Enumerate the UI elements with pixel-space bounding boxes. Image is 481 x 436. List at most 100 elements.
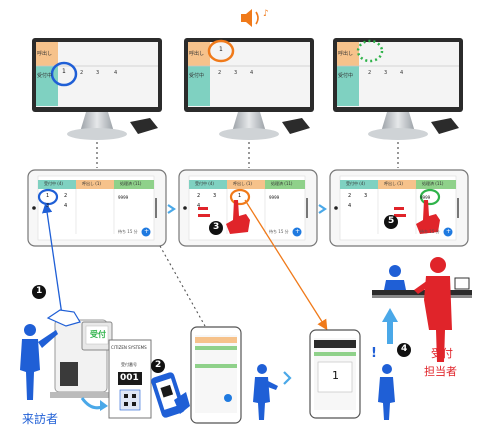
tablet-2-header-done: 処理済 (11) xyxy=(271,181,293,186)
monitor-1-num-3: 4 xyxy=(114,70,118,76)
tablet-1-header-wait: 受付中 (4) xyxy=(44,181,63,186)
monitor-2-row-call xyxy=(188,42,210,66)
tablet-2-fab-label: + xyxy=(295,228,301,235)
step-5-number: 5 xyxy=(388,216,395,226)
monitor-1 xyxy=(32,38,162,140)
ticket-sub: 受付番号 xyxy=(121,362,137,367)
visitor-label: 来訪者 xyxy=(22,412,59,426)
monitor-3-wait-label: 受付中 xyxy=(338,73,354,79)
ticket xyxy=(108,339,152,419)
tablet-3-highlight-circle xyxy=(419,188,441,206)
ticket-number: 001 xyxy=(120,373,139,383)
tablet-1 xyxy=(27,169,167,247)
monitor-1-call-label: 呼出し xyxy=(37,51,53,57)
phone-detail-number: 1 xyxy=(332,369,339,382)
tablet-3 xyxy=(329,169,469,247)
monitor-3-num-3: 4 xyxy=(400,70,404,76)
step-5-badge xyxy=(384,215,398,229)
tablet-2-row-2: 3 xyxy=(213,193,217,199)
reception-counter xyxy=(372,257,472,362)
tablet-3-header-wait: 受付中 (4) xyxy=(346,181,365,186)
tablet-3-row-2: 3 xyxy=(364,193,368,199)
monitor-1-row-call xyxy=(36,42,58,66)
tablet-2-header-call: 呼出し (1) xyxy=(233,181,252,186)
tablet-2-highlight-circle xyxy=(229,188,251,206)
tablet-1-done-value: 9999 xyxy=(118,195,129,200)
tablet-3-header-done: 処理済 (11) xyxy=(422,181,444,186)
tablet-2-footer: 待ち 15 分 xyxy=(269,229,289,234)
tablet-1-row-3: 3 xyxy=(46,203,50,209)
speaker-icon: ♪ xyxy=(241,9,269,27)
monitor-2-call-label: 呼出し xyxy=(189,51,205,57)
tablet-2-call-value: 1 xyxy=(238,193,242,199)
ticket-header: CITIZEN SYSTEMS xyxy=(111,345,147,350)
kiosk-screen-text: 受付 xyxy=(90,330,106,339)
step-3-number: 3 xyxy=(213,222,220,232)
tablet-3-row-3: 4 xyxy=(348,203,352,209)
step-4-number: 4 xyxy=(401,344,408,354)
monitor-2-num-3: 4 xyxy=(250,70,254,76)
connector-tablet2-to-phone xyxy=(244,199,328,331)
tablet-3-done-value: 9999 xyxy=(420,195,431,200)
up-arrow-icon xyxy=(382,308,398,344)
tablet-3-row-1: 2 xyxy=(348,193,352,199)
svg-text:♪: ♪ xyxy=(263,9,269,19)
staff-label-line-2: 担当者 xyxy=(424,365,457,378)
monitor-1-badge: 1 xyxy=(62,68,66,75)
monitor-3-num-1: 2 xyxy=(368,70,372,76)
qr-phone xyxy=(151,372,190,418)
step-badges xyxy=(32,215,411,373)
visitor-figure-3 xyxy=(378,364,395,420)
exclaim-mark: ! xyxy=(371,346,377,361)
tablet-2-header-wait: 受付中 (4) xyxy=(195,181,214,186)
staff-label-line-1: 受付 xyxy=(431,347,453,360)
tablet-1-footer: 待ち 15 分 xyxy=(118,229,138,234)
monitor-3-num-2: 3 xyxy=(384,70,388,76)
chevron-icon xyxy=(167,204,327,214)
step-3-badge xyxy=(209,221,223,235)
monitor-2-wait-label: 受付中 xyxy=(189,73,205,79)
tablet-1-fab xyxy=(141,227,151,237)
monitor-3-row-call xyxy=(337,42,359,66)
visitor-figure-2 xyxy=(253,364,278,420)
tablet-1-row-2: 2 xyxy=(64,193,68,199)
monitor-3-call-label: 呼出し xyxy=(338,51,354,57)
tap-hand-icon-1 xyxy=(198,200,250,234)
monitor-3-empty-circle xyxy=(356,39,384,63)
monitor-2 xyxy=(184,38,314,140)
monitor-1-num-2: 3 xyxy=(96,70,100,76)
tap-hand-icon-2 xyxy=(394,200,440,234)
tablet-3-header-call: 呼出し (1) xyxy=(384,181,403,186)
tablet-1-header-done: 処理済 (11) xyxy=(120,181,142,186)
monitor-1-highlight-circle xyxy=(50,61,78,87)
tablet-3-fab xyxy=(443,227,453,237)
tablet-2-fab xyxy=(292,227,302,237)
tablet-2-row-3: 4 xyxy=(197,203,201,209)
step-2-number: 2 xyxy=(155,360,162,370)
connector-tablet1-to-kiosk xyxy=(41,202,63,316)
monitor-3 xyxy=(333,38,463,140)
tablet-2-row-1: 2 xyxy=(197,193,201,199)
monitor-2-row-wait xyxy=(188,66,210,106)
kiosk xyxy=(46,309,113,398)
tablet-1-row-4: 4 xyxy=(64,203,68,209)
tablet-3-fab-label: + xyxy=(446,228,452,235)
tablet-1-fab-label: + xyxy=(144,228,150,235)
tablet-3-footer: 待ち 15 分 xyxy=(420,229,440,234)
monitor-2-num-2: 3 xyxy=(234,70,238,76)
monitor-2-num-1: 2 xyxy=(218,70,222,76)
step-4-badge xyxy=(397,343,411,357)
monitor-1-wait-label: 受付中 xyxy=(37,73,53,79)
tablet-2-done-value: 9999 xyxy=(269,195,280,200)
monitor-3-row-wait xyxy=(337,66,359,106)
monitor-2-highlight-circle xyxy=(207,39,235,63)
step-1-badge xyxy=(32,285,46,299)
monitor-2-badge: 1 xyxy=(219,46,223,53)
step-1-number: 1 xyxy=(36,286,43,296)
visitor-figure xyxy=(20,324,58,400)
tablet-1-header-call: 呼出し (1) xyxy=(82,181,101,186)
monitor-1-num-1: 2 xyxy=(80,70,84,76)
step-2-badge xyxy=(151,359,165,373)
tablet-1-row-1: 1 xyxy=(46,193,50,199)
